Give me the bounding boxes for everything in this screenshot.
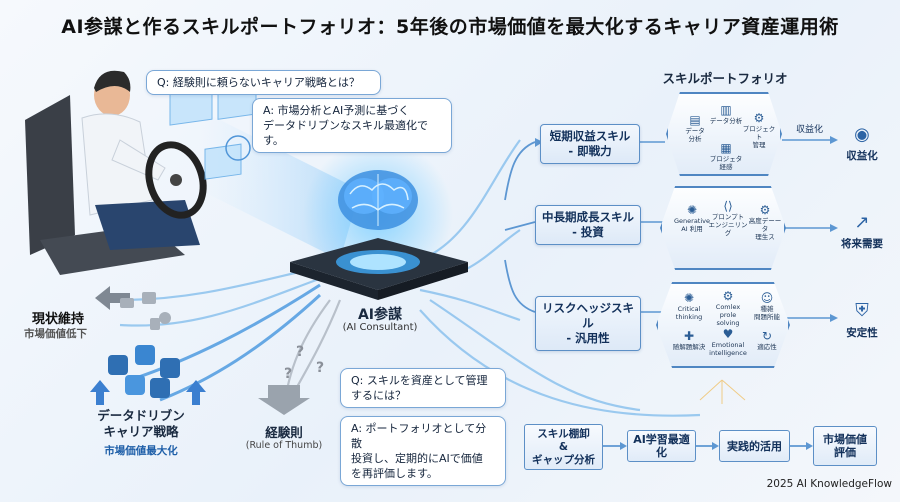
hex-short-term: ▤データ 分析 ▥データ分析 ⚙プロジェクト 管理 ▦プロジェタ 経感 <box>666 92 782 176</box>
data-driven-sub: 市場価値最大化 <box>104 445 178 457</box>
output-future-demand: 将来需要 <box>841 238 883 250</box>
flow-step-ai-learning: AI学習最適化 <box>627 430 696 462</box>
puzzle-icon: ✚ <box>683 329 695 343</box>
coins-icon: ◉ <box>854 124 870 145</box>
output-monetize: 収益化 <box>846 150 878 162</box>
skill-risk-hedge: リスクヘッジスキル - 汎用性 <box>535 296 641 351</box>
hex-item: ⟨⟩プロンプト エンジニリング <box>706 199 750 238</box>
trend-icon: ↗ <box>854 212 870 233</box>
brain-icon: ✺ <box>686 203 698 217</box>
bar-icon: ▥ <box>720 103 732 117</box>
answer-bubble-2: A: ポートフォリオとして分散 投資し、定期的にAIで価値 を再評価します。 <box>340 416 506 486</box>
svg-text:?: ? <box>284 366 292 382</box>
gear-icon: ⚙ <box>759 203 771 217</box>
rule-down-arrow <box>258 385 310 415</box>
brain-icon <box>338 170 418 230</box>
chart-icon: ▤ <box>689 113 701 127</box>
hex-mid-term: ✺Generative AI 利用 ⟨⟩プロンプト エンジニリング ⚙高度デーー… <box>660 186 786 270</box>
ai-consultant-sub: (AI Consultant) <box>342 322 418 333</box>
question-bubble-1: Q: 経験則に頼らないキャリア戦略とは？ <box>146 70 381 95</box>
brain-icon: ✺ <box>683 291 695 305</box>
answer-bubble-1: A: 市場分析とAI予測に基づく データドリブンなスキル最適化です。 <box>252 98 452 153</box>
data-driven-title: データドリブン キャリア戦略 <box>97 408 185 439</box>
gear-icon: ⚙ <box>722 289 734 303</box>
hex-item: ⚙プロジェクト 管理 <box>742 111 776 150</box>
hex-item: ✺Generative AI 利用 <box>674 203 711 234</box>
hex-item: ⚙高度デーータ 理生ス <box>748 203 782 242</box>
code-icon: ⟨⟩ <box>723 199 733 213</box>
hex-item: ▤データ 分析 <box>682 113 708 144</box>
hex-item: ⚙Comlex prole solving <box>708 289 748 328</box>
app-icons-cluster <box>108 345 180 398</box>
arrow-label-monetize: 収益化 <box>796 125 824 135</box>
page-title: AI参謀と作るスキルポートフォリオ：5年後の市場価値を最大化するキャリア資産運用… <box>61 16 839 38</box>
doc-icon: ▦ <box>720 141 732 155</box>
svg-text:?: ? <box>316 360 324 376</box>
arrow-short-term <box>504 141 536 201</box>
people-icon: ☺ <box>760 291 774 305</box>
cycle-icon: ↻ <box>761 329 773 343</box>
flow-step-practice: 実践的活用 <box>719 430 790 462</box>
rule-title: 経験則 <box>265 425 303 440</box>
output-stability: 安定性 <box>846 327 878 339</box>
arrow-mid-term <box>504 221 536 231</box>
hex-item: ▥データ分析 <box>709 103 743 126</box>
rule-sub: (Rule of Thumb) <box>245 440 323 451</box>
status-quo-sub: 市場価値低下 <box>24 328 87 340</box>
footer-credit: 2025 AI KnowledgeFlow <box>766 478 892 490</box>
driver-illustration <box>25 70 207 275</box>
grey-icons <box>120 292 171 330</box>
flow-step-market-value: 市場価値 評価 <box>813 426 877 466</box>
skill-mid-term: 中長期成長スキル - 投資 <box>535 205 641 245</box>
question-bubble-2: Q: スキルを資産として管理 するには？ <box>340 368 506 408</box>
status-quo-title: 現状維持 <box>32 312 85 327</box>
hex-item: ☺種雑 問題所能 <box>750 291 784 322</box>
hex-item: ✺Critical thinking <box>672 291 706 322</box>
hex-item: ▦プロジェタ 経感 <box>709 141 743 172</box>
question-icons: ??? <box>284 344 324 382</box>
ai-consultant-label: AI参謀 <box>357 307 403 323</box>
arrow-risk-hedge <box>504 259 536 313</box>
hex-risk-hedge: ✺Critical thinking ⚙Comlex prole solving… <box>656 282 790 368</box>
shield-icon: ⛨ <box>855 300 869 321</box>
ai-hub-platform <box>290 238 468 300</box>
gear-icon: ⚙ <box>753 111 765 125</box>
up-arrows <box>90 380 206 405</box>
svg-text:?: ? <box>296 344 304 360</box>
heart-icon: ♥ <box>722 327 734 341</box>
portfolio-glow <box>699 379 746 404</box>
status-quo-arrow <box>95 286 130 310</box>
flow-step-inventory: スキル棚卸 & ギャップ分析 <box>524 424 603 470</box>
hex-item: ♥Emotional intelligence <box>709 327 747 358</box>
skill-short-term: 短期収益スキル - 即戦力 <box>540 124 640 164</box>
hex-item: ↻適応性 <box>752 329 782 352</box>
portfolio-title: スキルポートフォリオ <box>662 71 788 86</box>
hex-item: ✚随解題解決 <box>670 329 708 352</box>
